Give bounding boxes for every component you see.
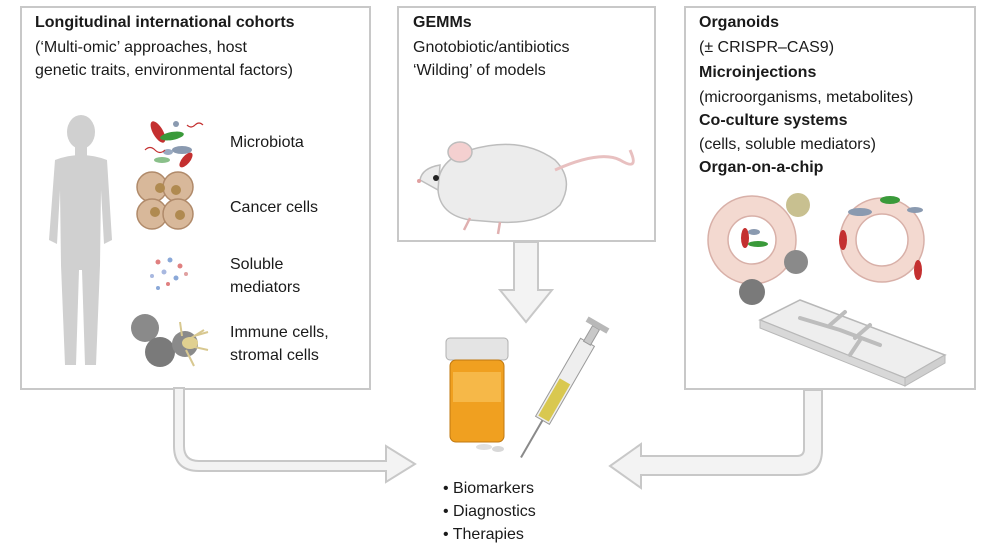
soluble-mediators-label-line2: mediators (230, 279, 301, 296)
outcome-diagnostics: • Diagnostics (443, 503, 536, 520)
microbiota-icon (144, 121, 204, 168)
organoids-detail: (± CRISPR–CAS9) (699, 39, 835, 56)
gemms-line2: ‘Wilding’ of models (413, 62, 546, 79)
pill-bottle-icon (445, 337, 509, 452)
middle-arrow (497, 241, 555, 324)
immune-cells-label-line2: stromal cells (230, 347, 319, 364)
syringe-icon (520, 316, 610, 459)
cancer-cells-label: Cancer cells (230, 199, 319, 216)
organ-on-a-chip-title: Organ-on-a-chip (699, 159, 824, 176)
organoids-panel (684, 6, 976, 390)
soluble-mediators-label-line1: Soluble (230, 256, 284, 273)
outcome-biomarkers: • Biomarkers (443, 480, 534, 497)
cohorts-subtitle-line2: genetic traits, environmental factors) (35, 62, 293, 79)
soluble-mediators-icon (150, 257, 188, 290)
gemms-title: GEMMs (413, 14, 472, 31)
organoid-right-icon (839, 196, 925, 283)
gemms-line1: Gnotobiotic/antibiotics (413, 39, 570, 56)
outcome-therapies: • Therapies (443, 526, 524, 543)
organoids-title: Organoids (699, 14, 780, 31)
microinjections-title: Microinjections (699, 64, 817, 81)
coculture-detail: (cells, soluble mediators) (699, 136, 876, 153)
microbiota-label: Microbiota (230, 134, 304, 151)
organ-on-a-chip-icon (758, 299, 947, 387)
mouse-icon (417, 141, 635, 235)
organoid-left-icon (707, 193, 810, 305)
immune-cells-label-line1: Immune cells, (230, 324, 329, 341)
left-arrow (173, 387, 417, 484)
coculture-title: Co-culture systems (699, 112, 848, 129)
cancer-cells-icon (136, 171, 194, 230)
microinjections-detail: (microorganisms, metabolites) (699, 89, 914, 106)
right-arrow (608, 389, 823, 490)
human-silhouette-icon (49, 115, 112, 365)
immune-cells-icon (131, 314, 209, 367)
cohorts-title: Longitudinal international cohorts (35, 14, 295, 31)
outcomes-list: • Biomarkers • Diagnostics • Therapies (443, 477, 536, 546)
cohorts-subtitle-line1: (‘Multi-omic’ approaches, host (35, 39, 247, 56)
